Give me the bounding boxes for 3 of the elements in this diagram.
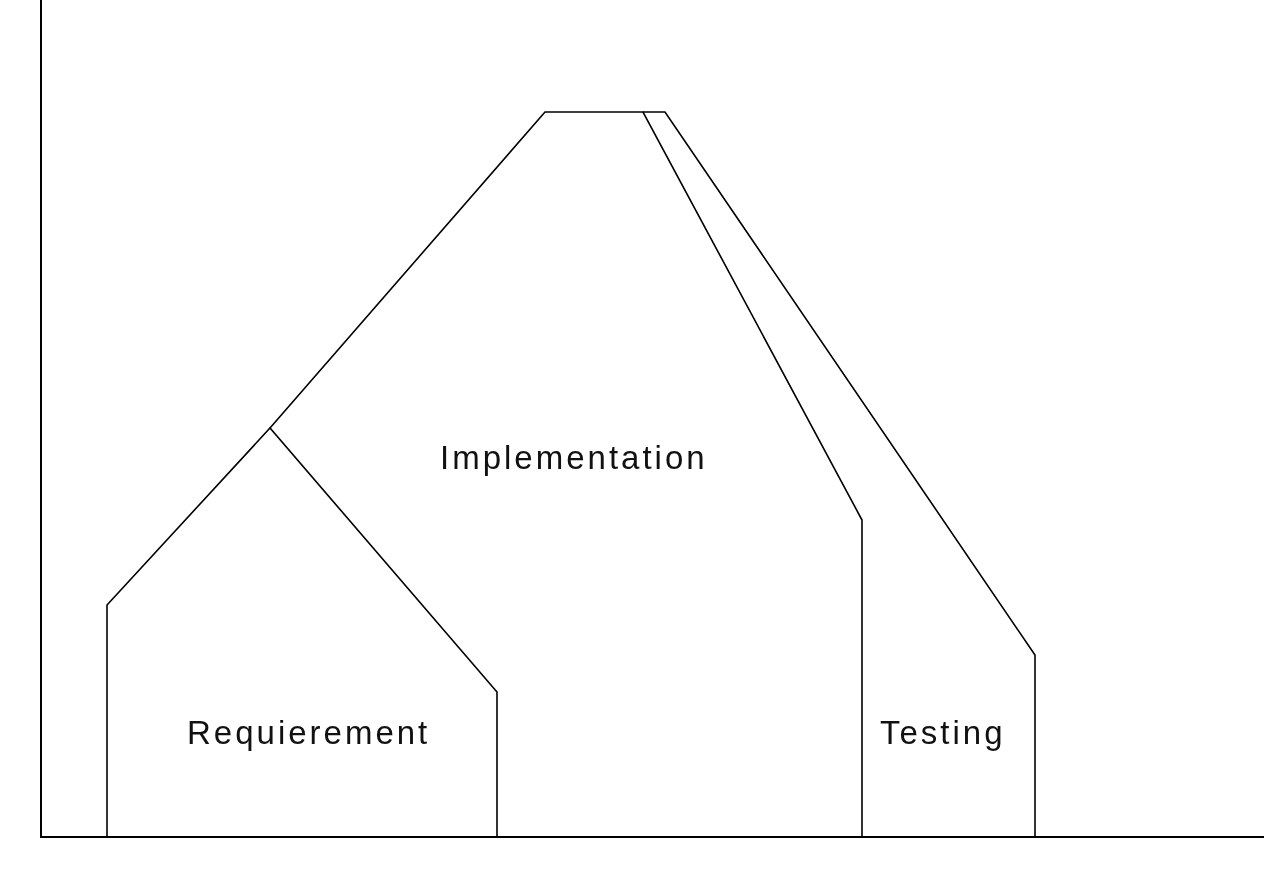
phase-label: Requierement [187,716,431,749]
phase-label: Testing [880,716,1006,749]
phase-label: Implementation [440,441,708,474]
